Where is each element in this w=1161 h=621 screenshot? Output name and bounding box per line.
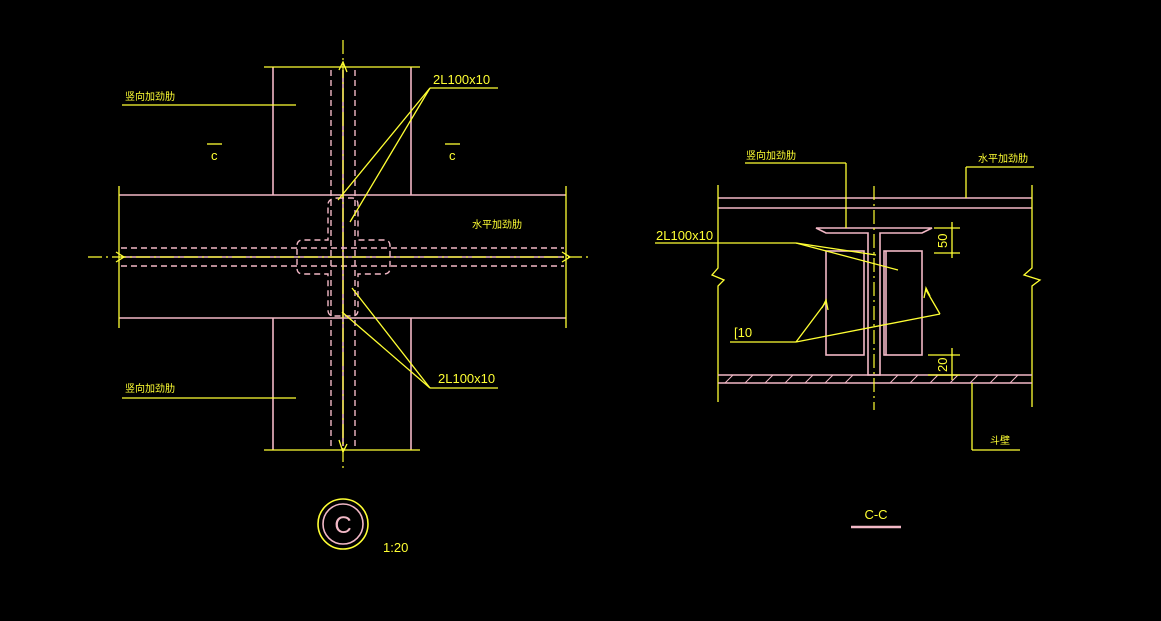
center-lines [88, 40, 592, 470]
vertical-stiffener-label-bottom: 竖向加劲肋 [125, 382, 175, 395]
vertical-member [264, 66, 420, 451]
plan-view: 竖向加劲肋 竖向加劲肋 水平加劲肋 c c 2L100x10 2L100x10 … [88, 40, 592, 555]
section-mark-left: c [211, 148, 218, 163]
horizontal-stiffener-label: 水平加劲肋 [472, 218, 522, 231]
angle-label-top: 2L100x10 [433, 72, 490, 87]
angle-label-bottom: 2L100x10 [438, 371, 495, 386]
section-vertical-stiffener-label: 竖向加劲肋 [746, 149, 796, 162]
detail-bubble: C [317, 498, 369, 550]
t-section-stiffener [815, 227, 933, 376]
section-angle-label: 2L100x10 [656, 228, 713, 243]
section-title: C-C [864, 507, 887, 522]
cross-gusset-plate [296, 197, 391, 317]
svg-text:20: 20 [935, 358, 950, 372]
svg-text:50: 50 [935, 234, 950, 248]
section-view: 竖向加劲肋 水平加劲肋 2L100x10 [10 50 20 [655, 149, 1042, 529]
section-mark-right: c [449, 148, 456, 163]
dimension-top: 50 [934, 222, 960, 258]
dimension-bottom: 20 [928, 348, 960, 380]
section-horizontal-stiffener-label: 水平加劲肋 [978, 152, 1028, 165]
vertical-stiffener-label-top: 竖向加劲肋 [125, 90, 175, 103]
section-channel-label: [10 [734, 325, 752, 340]
detail-id: C [334, 512, 351, 539]
section-bottom-label: 斗壁 [990, 434, 1010, 447]
wall-hatch [724, 374, 1019, 384]
detail-scale: 1:20 [383, 540, 408, 555]
